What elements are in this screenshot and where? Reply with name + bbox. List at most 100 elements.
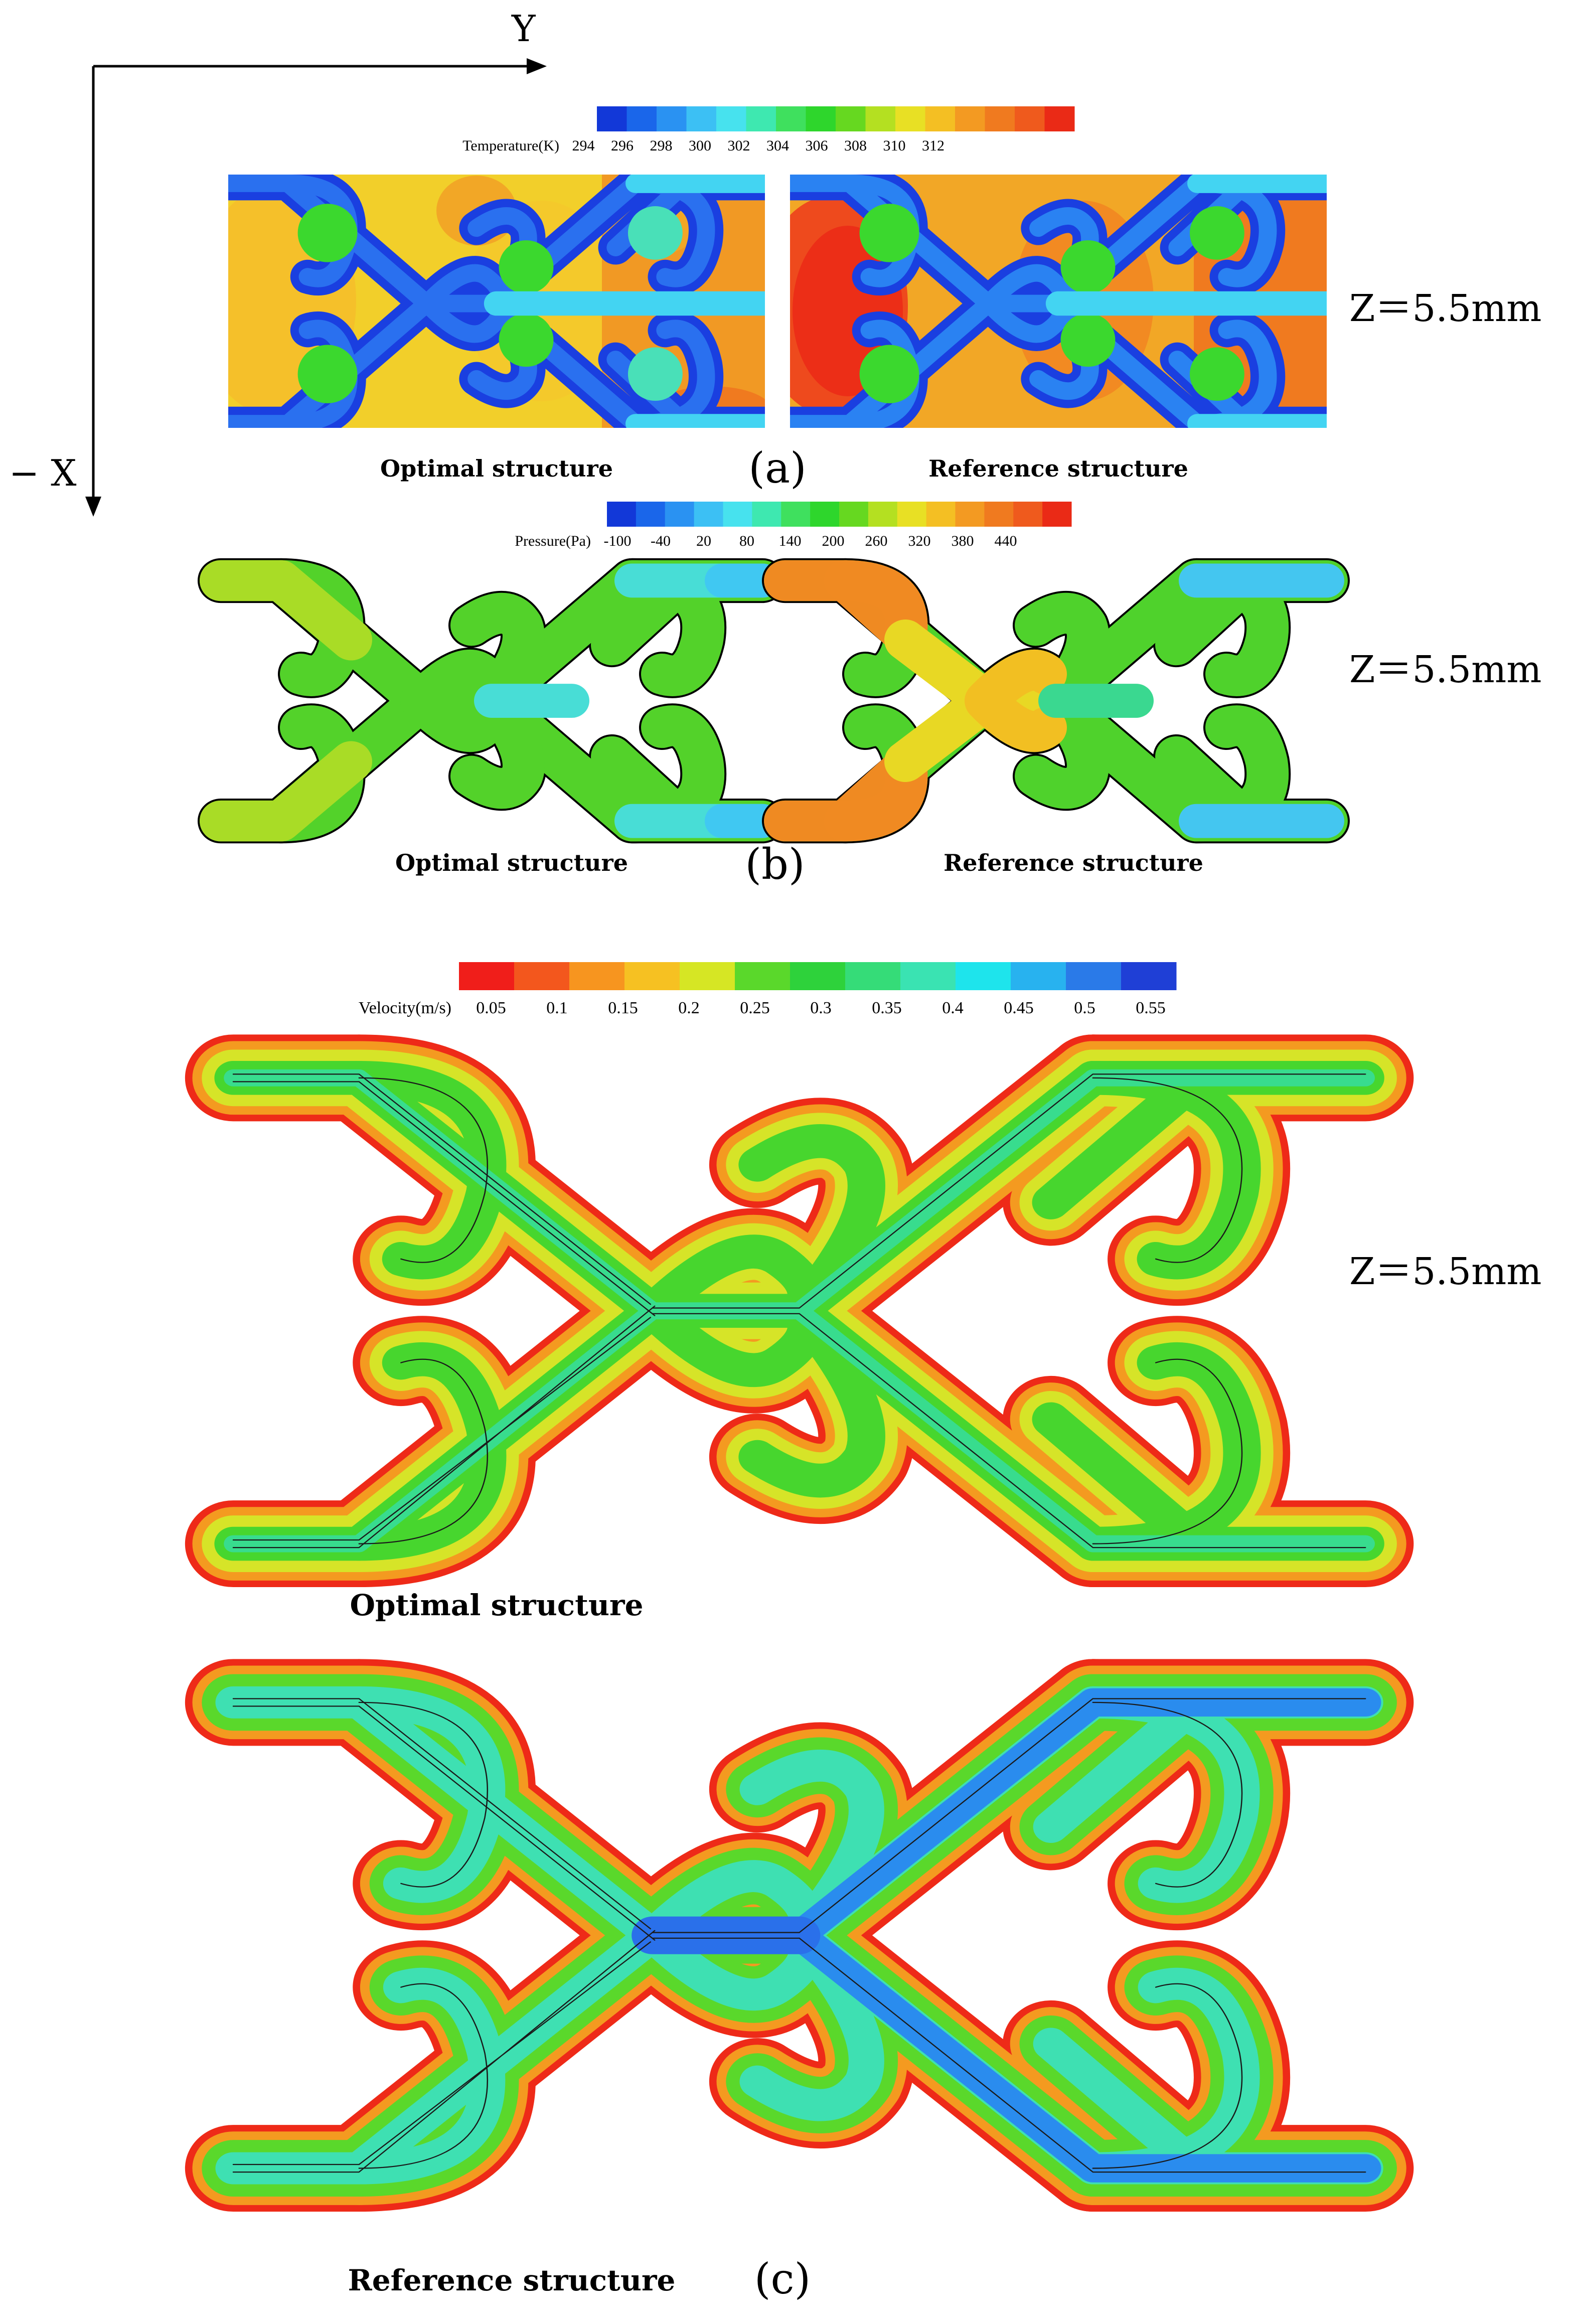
panel-c-label: (c)	[754, 2254, 811, 2303]
pressure-colorbar-swatch	[810, 502, 840, 527]
pressure-colorbar-tick: 80	[739, 533, 754, 549]
temperature-colorbar-tick: 312	[922, 137, 945, 154]
pressure-colorbar-swatch	[868, 502, 898, 527]
pressure-colorbar-swatch	[839, 502, 869, 527]
velocity-colorbar-swatch	[514, 962, 570, 990]
pressure-colorbar-swatch	[1042, 502, 1072, 527]
velocity-colorbar-swatch	[459, 962, 515, 990]
velocity-colorbar-swatches	[459, 962, 1177, 990]
panel-b-optimal-label: Optimal structure	[395, 849, 628, 876]
panel-a-reference-label: Reference structure	[928, 455, 1188, 482]
temperature-colorbar-tick: 310	[883, 137, 906, 154]
pressure-colorbar-swatch	[984, 502, 1014, 527]
velocity-colorbar-swatch	[1121, 962, 1177, 990]
temperature-colorbar-title: Temperature(K)	[462, 137, 559, 154]
pressure-colorbar-swatches	[607, 502, 1072, 527]
pressure-colorbar-tick: 440	[995, 533, 1017, 549]
velocity-colorbar-tick: 0.05	[476, 999, 506, 1017]
temperature-colorbar-swatch	[686, 106, 717, 131]
pressure-colorbar-swatch	[926, 502, 956, 527]
temperature-colorbar-swatch	[836, 106, 866, 131]
velocity-colorbar-swatch	[1011, 962, 1066, 990]
panel-c-reference-label: Reference structure	[348, 2263, 676, 2297]
temperature-colorbar-swatch	[895, 106, 925, 131]
temperature-colorbar-tick: 302	[728, 137, 750, 154]
panel-a-optimal-label: Optimal structure	[380, 455, 613, 482]
temperature-colorbar-tick: 300	[689, 137, 711, 154]
pressure-colorbar-tick: -100	[604, 533, 632, 549]
pressure-map-reference	[785, 580, 1327, 821]
velocity-colorbar-swatch	[956, 962, 1011, 990]
panel-b-label: (b)	[745, 840, 805, 889]
temperature-colorbar-swatch	[657, 106, 687, 131]
pressure-colorbar-tick: 260	[865, 533, 888, 549]
temperature-colorbar-swatch	[865, 106, 896, 131]
velocity-colorbar-tick: 0.15	[608, 999, 638, 1017]
velocity-colorbar-tick: 0.1	[546, 999, 568, 1017]
velocity-map-reference	[233, 1698, 1365, 2172]
temperature-colorbar-tick: 306	[806, 137, 828, 154]
pressure-colorbar-swatch	[752, 502, 781, 527]
velocity-colorbar-tick: 0.45	[1004, 999, 1034, 1017]
pressure-colorbar-title: Pressure(Pa)	[515, 533, 591, 549]
temperature-colorbar-swatch	[985, 106, 1015, 131]
velocity-colorbar-swatch	[735, 962, 791, 990]
temperature-map-reference	[790, 175, 1327, 428]
temperature-map-optimal	[228, 175, 765, 428]
pressure-colorbar-swatch	[665, 502, 695, 527]
velocity-colorbar-tick: 0.35	[872, 999, 902, 1017]
velocity-colorbar-tick: 0.4	[942, 999, 964, 1017]
velocity-colorbar-swatch	[569, 962, 625, 990]
pressure-colorbar-tick: 380	[952, 533, 974, 549]
velocity-map-optimal	[233, 1074, 1365, 1547]
pressure-colorbar-swatch	[607, 502, 637, 527]
x-axis-label: − X	[9, 452, 76, 494]
panel-c-optimal-label: Optimal structure	[350, 1588, 644, 1622]
pressure-colorbar-tick: -40	[651, 533, 671, 549]
velocity-colorbar-swatch	[900, 962, 956, 990]
panel-b-reference-label: Reference structure	[943, 849, 1203, 876]
temperature-colorbar-swatch	[925, 106, 956, 131]
pressure-colorbar-swatch	[723, 502, 752, 527]
velocity-colorbar-swatch	[680, 962, 735, 990]
velocity-colorbar-tick: 0.5	[1074, 999, 1095, 1017]
y-axis-label: Y	[511, 8, 536, 50]
temperature-colorbar-swatch	[746, 106, 776, 131]
velocity-colorbar-swatch	[790, 962, 846, 990]
pressure-map-optimal	[221, 580, 762, 821]
pressure-colorbar-swatch	[955, 502, 985, 527]
temperature-colorbar-swatch	[716, 106, 746, 131]
panel-a-z-label: Z＝5.5mm	[1349, 287, 1541, 330]
temperature-colorbar-swatch	[626, 106, 657, 131]
temperature-colorbar-swatch	[955, 106, 985, 131]
panel-b-z-label: Z＝5.5mm	[1349, 648, 1541, 691]
temperature-colorbar-tick: 296	[611, 137, 634, 154]
temperature-colorbar-tick: 308	[844, 137, 867, 154]
temperature-colorbar-tick: 294	[572, 137, 595, 154]
temperature-colorbar-swatch	[806, 106, 836, 131]
pressure-colorbar-swatch	[781, 502, 811, 527]
temperature-colorbar-swatch	[597, 106, 627, 131]
pressure-colorbar-tick: 140	[779, 533, 802, 549]
panel-a-label: (a)	[748, 443, 807, 493]
velocity-colorbar-swatch	[624, 962, 680, 990]
velocity-colorbar-tick: 0.2	[678, 999, 700, 1017]
pressure-colorbar-tick: 320	[908, 533, 931, 549]
pressure-colorbar-swatch	[897, 502, 927, 527]
temperature-colorbar-tick: 304	[766, 137, 789, 154]
pressure-colorbar-swatch	[1013, 502, 1043, 527]
pressure-colorbar-tick: 20	[696, 533, 711, 549]
velocity-colorbar-tick: 0.25	[740, 999, 770, 1017]
temperature-colorbar-swatches	[597, 106, 1075, 131]
velocity-colorbar-tick: 0.55	[1136, 999, 1166, 1017]
axes-indicator: Y − X	[9, 8, 547, 517]
